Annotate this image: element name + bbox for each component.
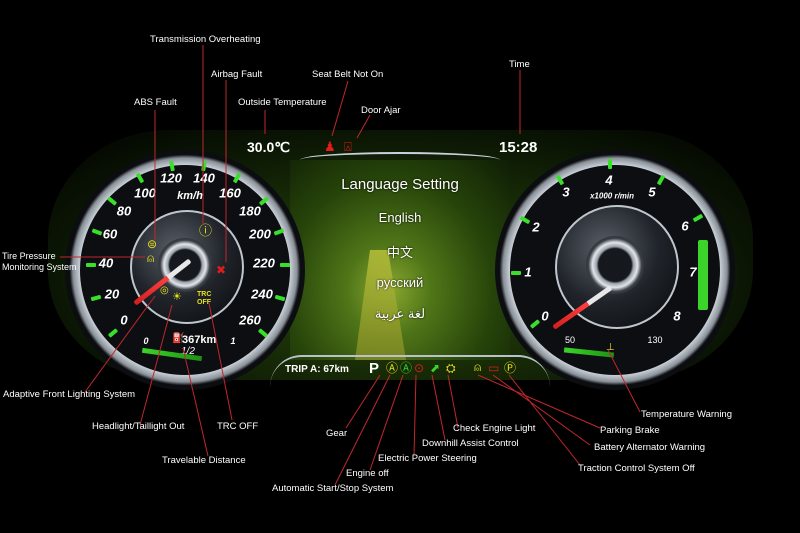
trip-a-distance: TRIP A: 67km <box>285 364 349 375</box>
callout-gear: Gear <box>326 428 348 439</box>
door-ajar-icon: ⍓ <box>344 139 352 154</box>
traction-control-off-icon: ⍝ <box>474 360 482 374</box>
speed-label-200: 200 <box>249 226 271 242</box>
callout-temperature-warning: Temperature Warning <box>641 409 732 420</box>
adaptive-front-lighting-icon: ◎ <box>160 285 169 296</box>
speed-tick <box>280 263 290 267</box>
redline-bar <box>698 240 708 310</box>
rpm-label-2: 2 <box>532 219 540 235</box>
speed-label-120: 120 <box>160 170 182 186</box>
speed-label-40: 40 <box>98 255 114 271</box>
fuel-half-label: 1/2 <box>181 346 195 357</box>
speed-label-180: 180 <box>239 203 261 219</box>
rpm-unit: x1000 r/min <box>589 191 635 201</box>
rpm-label-5: 5 <box>648 184 656 200</box>
speed-label-20: 20 <box>104 286 120 302</box>
abs-fault-icon: ⊜ <box>147 237 158 251</box>
speed-label-160: 160 <box>219 185 241 201</box>
speed-label-140: 140 <box>193 170 215 186</box>
tire-pressure-icon: ⍝ <box>147 251 155 265</box>
rpm-label-7: 7 <box>689 264 697 280</box>
speed-unit: km/h <box>177 190 203 202</box>
check-engine-icon: ⛭ <box>446 361 456 375</box>
callout-parking-brake: Parking Brake <box>600 425 660 436</box>
auto-start-stop-icon: Ⓐ <box>386 361 399 375</box>
tachometer-hub <box>586 236 644 294</box>
callout-seat-belt: Seat Belt Not On <box>312 69 384 80</box>
temp-min-label: 50 <box>564 335 576 345</box>
battery-alternator-icon: ▭ <box>488 361 500 375</box>
speed-label-220: 220 <box>253 255 275 271</box>
callout-downhill: Downhill Assist Control <box>422 438 519 449</box>
rpm-label-6: 6 <box>681 218 689 234</box>
language-option-russian[interactable]: русский <box>376 275 424 290</box>
speed-label-80: 80 <box>116 203 132 219</box>
fuel-pump-icon: ⛽ <box>172 333 185 344</box>
gear-indicator: P <box>369 360 380 377</box>
callout-traction-off: Traction Control System Off <box>578 463 695 474</box>
language-option-chinese[interactable]: 中文 <box>386 245 413 260</box>
callout-travelable-distance: Travelable Distance <box>162 455 246 466</box>
temperature-warning-icon: ⊥ <box>606 342 615 353</box>
callout-auto-start-stop: Automatic Start/Stop System <box>272 483 394 494</box>
downhill-assist-icon: ⬈ <box>430 361 441 375</box>
electric-power-steering-icon: ⊙ <box>414 361 425 375</box>
language-option-english[interactable]: English <box>378 210 422 225</box>
center-top-arc <box>300 152 500 168</box>
callout-afls: Adaptive Front Lighting System <box>3 389 136 400</box>
callout-tpms-line1: Tire Pressure <box>2 251 56 261</box>
speed-label-100: 100 <box>134 185 156 201</box>
callout-trc-off: TRC OFF <box>217 421 259 432</box>
callout-engine-off: Engine off <box>346 468 389 479</box>
callout-check-engine: Check Engine Light <box>453 423 536 434</box>
parking-brake-icon: Ⓟ <box>504 361 517 375</box>
speed-label-0: 0 <box>120 312 128 328</box>
clock-time: 15:28 <box>499 139 538 156</box>
callout-airbag-fault: Airbag Fault <box>211 69 263 80</box>
callout-abs-fault: ABS Fault <box>134 97 177 108</box>
outside-temperature: 30.0℃ <box>247 139 290 155</box>
seat-belt-icon: ♟ <box>324 139 336 154</box>
speed-label-240: 240 <box>251 286 273 302</box>
bottom-status-bar <box>270 355 550 387</box>
rpm-tick <box>511 271 521 275</box>
range-value: 367km <box>182 334 217 346</box>
airbag-fault-icon: ✖ <box>216 263 227 277</box>
callout-tpms-line2: Monitoring System <box>2 262 77 272</box>
callout-outside-temperature: Outside Temperature <box>238 97 327 108</box>
callout-battery: Battery Alternator Warning <box>594 442 706 453</box>
speed-label-60: 60 <box>102 226 118 242</box>
fuel-min-label: 0 <box>143 336 149 346</box>
callout-transmission-overheating: Transmission Overheating <box>150 34 261 45</box>
callout-eps: Electric Power Steering <box>378 453 477 464</box>
language-option-arabic[interactable]: لغة عربية <box>374 306 426 321</box>
rpm-label-0: 0 <box>541 308 549 324</box>
callout-time: Time <box>509 59 530 70</box>
callout-door-ajar: Door Ajar <box>361 105 401 116</box>
rpm-label-3: 3 <box>562 184 570 200</box>
speed-label-260: 260 <box>239 312 261 328</box>
rpm-label-8: 8 <box>673 308 681 324</box>
engine-off-icon: Ⓐ <box>400 361 413 375</box>
language-setting-title: Language Setting <box>341 176 459 193</box>
rpm-label-1: 1 <box>524 264 532 280</box>
fuel-max-label: 1 <box>230 336 236 346</box>
callout-headlight: Headlight/Taillight Out <box>92 421 185 432</box>
transmission-overheating-icon: ⓘ <box>199 223 213 238</box>
speed-tick <box>86 263 96 267</box>
rpm-label-4: 4 <box>605 172 613 188</box>
temp-max-label: 130 <box>647 335 663 345</box>
headlight-out-icon: ☀ <box>172 291 182 303</box>
